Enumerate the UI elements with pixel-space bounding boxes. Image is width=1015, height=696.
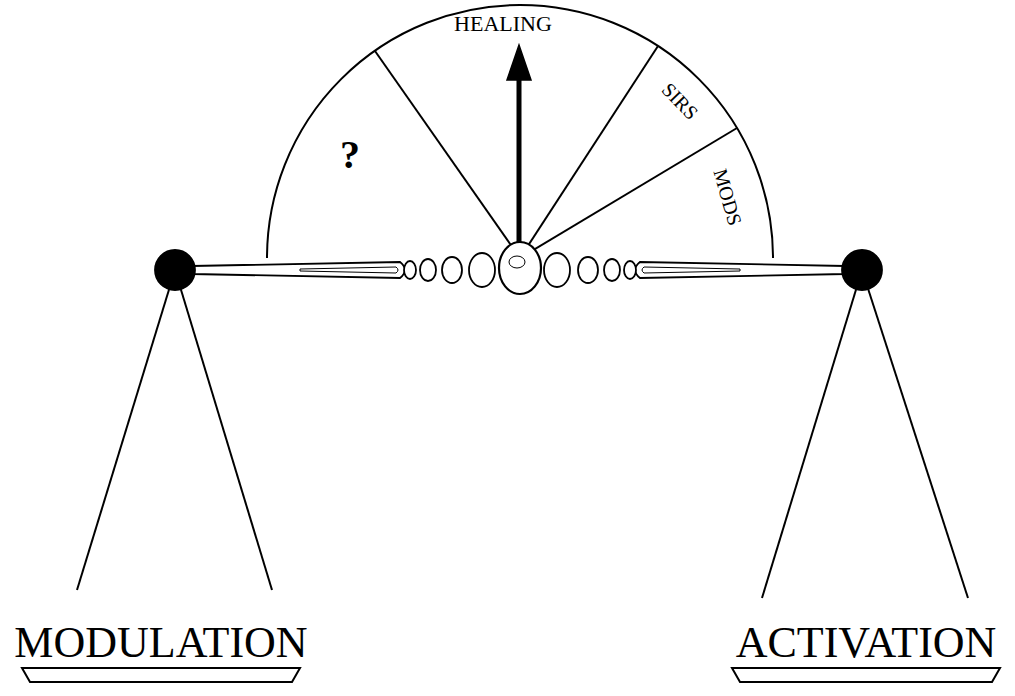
dial-divider [520, 128, 737, 258]
pan-string [762, 270, 862, 598]
balance-beam [155, 242, 882, 294]
dial-divider [375, 51, 520, 258]
pan-label: MODULATION [14, 621, 307, 665]
pan-string [77, 270, 175, 590]
pan-string [175, 270, 272, 590]
scale-pan [22, 668, 300, 682]
dial-sector-label: HEALING [454, 13, 552, 35]
dial-sector-label: SIRS [658, 79, 702, 123]
pan-string [862, 270, 968, 598]
dial-sector-label: MODS [710, 166, 745, 227]
scale-pan [732, 668, 1000, 682]
pointer-arrow [507, 45, 531, 245]
unknown-sector-label: ? [340, 135, 360, 175]
dial-arc [267, 5, 773, 258]
dial-divider [520, 46, 658, 258]
pan-label: ACTIVATION [736, 621, 997, 665]
